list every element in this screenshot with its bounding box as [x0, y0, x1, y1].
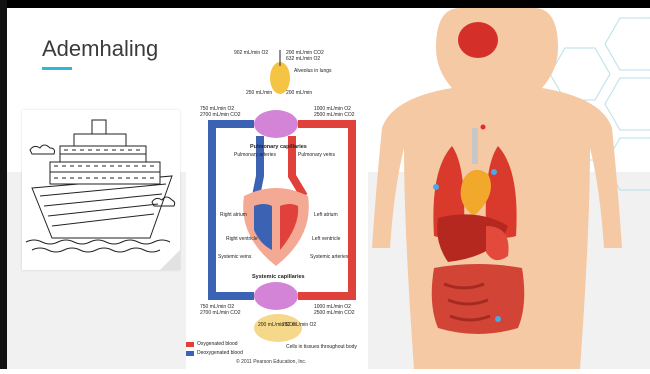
title-accent-bar	[42, 67, 72, 70]
label-mid-right-flow: 200 mL/min	[286, 90, 312, 96]
oxygenated-swatch-icon	[186, 342, 194, 347]
circulation-diagram-svg: 902 mL/min O2 200 mL/min CO2 632 mL/min …	[186, 46, 368, 369]
label-mid-left-flow: 250 mL/min	[246, 90, 272, 96]
label-systemic-veins: Systemic veins	[218, 254, 252, 260]
page-title: Ademhaling	[42, 36, 158, 62]
cruise-ship-icon	[22, 110, 180, 270]
label-systemic-capillaries: Systemic capillaries	[252, 274, 305, 280]
circulation-diagram: 902 mL/min O2 200 mL/min CO2 632 mL/min …	[186, 46, 368, 369]
marker-dot-left-icon	[433, 184, 439, 190]
tissue-cells-icon	[254, 314, 302, 342]
label-bottom-right-flow-2: 2500 mL/min CO2	[314, 310, 355, 316]
label-right-atrium: Right atrium	[220, 212, 247, 218]
label-left-atrium: Left atrium	[314, 212, 338, 218]
human-anatomy-illustration	[368, 8, 650, 369]
marker-dot-bottom-icon	[495, 316, 501, 322]
legend-deoxygenated-label: Deoxygenated blood	[197, 350, 243, 356]
label-lung-in-2: 2700 mL/min CO2	[200, 112, 241, 118]
systemic-capillaries-icon	[254, 282, 298, 310]
slide-top-border	[0, 0, 650, 8]
label-pulmonary-arteries: Pulmonary arteries	[234, 152, 276, 158]
label-top-left-flow: 902 mL/min O2	[234, 50, 268, 56]
brain-icon	[458, 22, 498, 58]
marker-dot-right-icon	[491, 169, 497, 175]
label-top-right-flow-2: 632 mL/min O2	[286, 56, 320, 62]
label-left-ventricle: Left ventricle	[312, 236, 341, 242]
legend-deoxygenated: Deoxygenated blood	[186, 350, 243, 356]
label-cells: Cells in tissues throughout body	[286, 344, 357, 350]
human-body-icon	[368, 8, 650, 369]
intestines-icon	[432, 264, 525, 334]
label-alveolus: Alveolus in lungs	[294, 68, 332, 74]
heart-icon	[243, 188, 309, 266]
label-tissue-right: 250 mL/min O2	[282, 322, 316, 328]
pulmonary-capillaries-icon	[254, 110, 298, 138]
label-pulmonary-capillaries: Pulmonary capillaries	[250, 144, 307, 150]
ship-illustration	[22, 110, 180, 270]
legend-oxygenated: Oxygenated blood	[186, 341, 238, 347]
label-systemic-arteries: Systemic arteries	[310, 254, 349, 260]
label-pulmonary-veins: Pulmonary veins	[298, 152, 335, 158]
slide-left-border	[0, 0, 7, 369]
label-lung-out-2: 2500 mL/min CO2	[314, 112, 355, 118]
marker-dot-red-icon	[481, 125, 486, 130]
copyright-text: © 2011 Pearson Education, Inc.	[236, 359, 306, 365]
deoxygenated-swatch-icon	[186, 351, 194, 356]
label-right-ventricle: Right ventricle	[226, 236, 258, 242]
label-bottom-left-flow-2: 2700 mL/min CO2	[200, 310, 241, 316]
legend-oxygenated-label: Oxygenated blood	[197, 341, 238, 347]
